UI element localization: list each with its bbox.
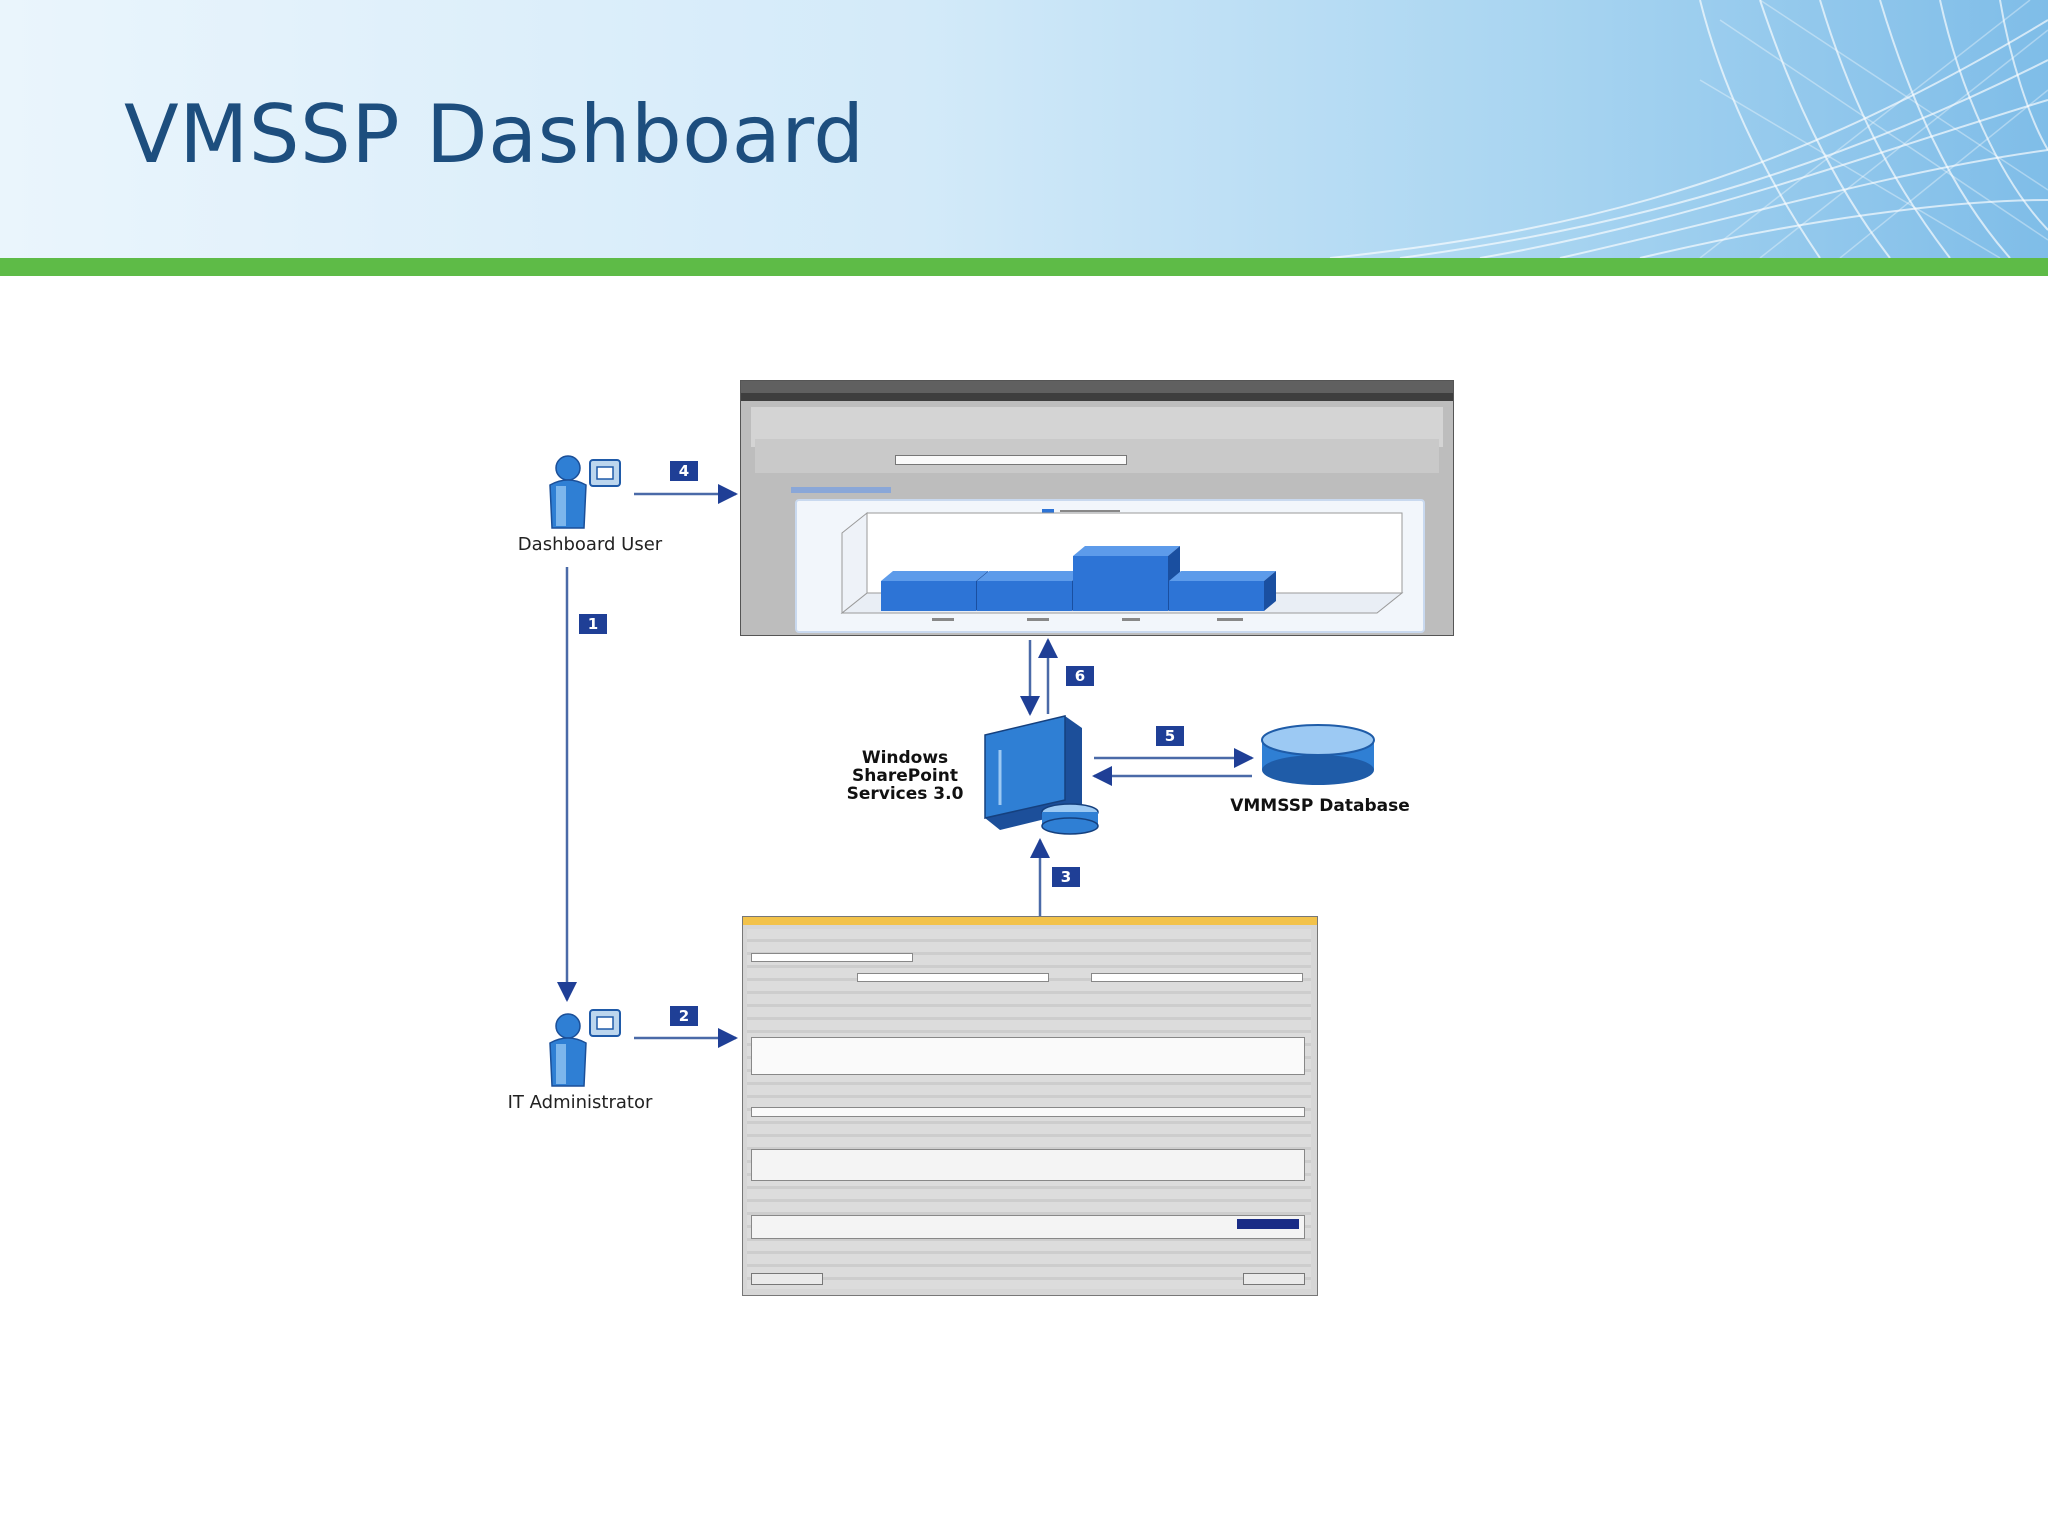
screenshot-chart-panel [795, 499, 1425, 633]
dashboard-user-label: Dashboard User [517, 534, 663, 555]
form-field-1 [751, 953, 913, 962]
form-footer-button-right [1243, 1273, 1305, 1285]
database-label: VMMSSP Database [1230, 796, 1410, 816]
step-badge-5: 5 [1156, 726, 1184, 746]
screenshot-titlebar [741, 381, 1453, 393]
sharepoint-label-line-2: SharePoint [852, 766, 958, 786]
form-body [747, 929, 1311, 1289]
step-badge-6: 6 [1066, 666, 1094, 686]
slide-title: VMSSP Dashboard [124, 88, 865, 181]
it-administrator-icon [549, 1009, 621, 1087]
step-badge-1: 1 [579, 614, 607, 634]
dashboard-user-icon [549, 455, 621, 529]
form-sql-box [751, 1037, 1305, 1075]
form-titlebar [743, 917, 1317, 925]
globe-mesh-decoration [1329, 0, 2048, 258]
form-selected-cell [1237, 1219, 1299, 1229]
form-field-3 [1091, 973, 1303, 982]
form-chart-row [751, 1215, 1305, 1239]
step-badge-4: 4 [670, 461, 698, 481]
chart-heading-bar [791, 487, 891, 493]
header-divider [0, 258, 2048, 276]
step-badge-2: 2 [670, 1006, 698, 1026]
slide-header: VMSSP Dashboard [0, 0, 2048, 258]
form-params-row [751, 1107, 1305, 1117]
sharepoint-label: Windows SharePoint Services 3.0 [820, 749, 990, 803]
screenshot-bar-chart [840, 509, 1404, 621]
screenshot-filter-row [755, 439, 1439, 473]
form-footer-button-left [751, 1273, 823, 1285]
sharepoint-server-icon [984, 715, 1099, 835]
dashboard-screenshot [740, 380, 1454, 636]
database-icon [1261, 724, 1375, 785]
screenshot-tabbar [741, 393, 1453, 401]
filter-dropdown [895, 455, 1127, 465]
it-administrator-label: IT Administrator [507, 1092, 653, 1113]
form-field-2 [857, 973, 1049, 982]
form-preview-table [751, 1149, 1305, 1181]
sharepoint-label-line-3: Services 3.0 [846, 784, 964, 804]
step-badge-3: 3 [1052, 867, 1080, 887]
configuration-form-screenshot [742, 916, 1318, 1296]
sharepoint-label-line-1: Windows [861, 748, 949, 768]
